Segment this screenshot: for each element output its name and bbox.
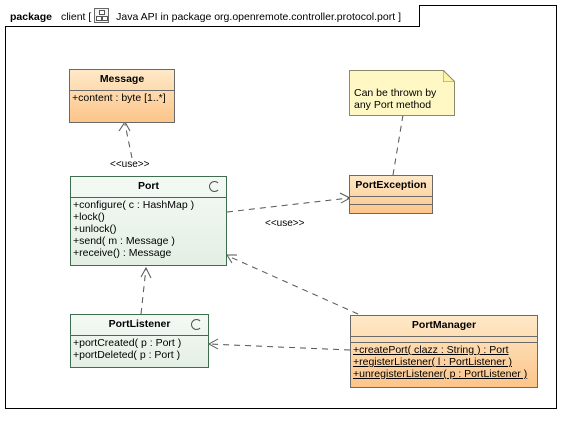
static-operation: +createPort( clazz : String ) : Port xyxy=(353,344,509,356)
package-tab-open: [ xyxy=(88,11,92,23)
operation: +send( m : Message ) xyxy=(73,235,175,247)
interface-port[interactable]: Port +configure( c : HashMap ) +lock() +… xyxy=(70,176,227,266)
use-label-port-exception: <<use>> xyxy=(265,218,305,229)
note-anchor-line xyxy=(392,114,404,176)
realization-portlistener-port xyxy=(140,267,147,315)
class-portexception[interactable]: PortException xyxy=(349,175,433,214)
static-operation: +registerListener( l : PortListener ) xyxy=(353,356,513,368)
interface-port-operations: +configure( c : HashMap ) +lock() +unloc… xyxy=(71,197,226,260)
note-fold-corner xyxy=(443,70,455,82)
class-message-name: Message xyxy=(99,73,145,85)
package-diagram-icon xyxy=(94,8,110,23)
class-portmanager[interactable]: PortManager +createPort( clazz : String … xyxy=(350,315,538,388)
interface-icon xyxy=(191,319,202,330)
package-tab-close: ] xyxy=(398,11,401,23)
package-name: client xyxy=(60,11,86,23)
operation: +lock() xyxy=(73,211,105,223)
operation: +configure( c : HashMap ) xyxy=(73,199,195,211)
package-tab: package client [ Java API in package org… xyxy=(5,5,420,27)
arrowhead-message xyxy=(118,121,131,132)
note-text-line: any Port method xyxy=(354,99,432,111)
package-tab-label: Java API in package org.openremote.contr… xyxy=(116,11,396,23)
operation: +unlock() xyxy=(73,223,117,235)
class-message-attribute: +content : byte [1..*] xyxy=(72,92,166,104)
class-portmanager-name: PortManager xyxy=(411,319,477,331)
use-dependency-port-message xyxy=(124,123,133,159)
dependency-portmanager-port xyxy=(227,255,359,315)
class-portexception-attributes xyxy=(350,196,432,204)
static-operation: +unregisterListener( p : PortListener ) xyxy=(353,368,528,380)
note-text-line: Can be thrown by xyxy=(354,87,437,99)
interface-portlistener-operations: +portCreated( p : Port ) +portDeleted( p… xyxy=(71,335,208,362)
use-dependency-port-exception xyxy=(226,197,350,213)
interface-portlistener[interactable]: PortListener +portCreated( p : Port ) +p… xyxy=(70,314,209,368)
operation: +receive() : Message xyxy=(73,247,172,259)
use-label-port-message: <<use>> xyxy=(110,159,150,170)
interface-icon xyxy=(209,181,220,192)
class-portmanager-attributes xyxy=(351,336,537,342)
class-portexception-operations xyxy=(350,204,432,213)
arrowhead-portmanager-port xyxy=(226,254,237,264)
arrowhead-portmanager-portlistener xyxy=(207,338,219,350)
class-message-attributes: +content : byte [1..*] xyxy=(70,90,174,105)
operation: +portCreated( p : Port ) xyxy=(73,337,182,349)
class-portmanager-operations: +createPort( clazz : String ) : Port +re… xyxy=(351,342,537,381)
package-keyword: package xyxy=(10,11,53,23)
interface-port-name: Port xyxy=(138,180,159,192)
class-portexception-name: PortException xyxy=(355,179,427,191)
arrowhead-portlistener-port xyxy=(140,266,152,279)
operation: +portDeleted( p : Port ) xyxy=(73,349,181,361)
dependency-portmanager-portlistener xyxy=(208,343,351,351)
note[interactable]: Can be thrown by any Port method xyxy=(349,70,455,116)
interface-portlistener-name: PortListener xyxy=(108,318,171,330)
class-message[interactable]: Message +content : byte [1..*] xyxy=(69,69,175,123)
